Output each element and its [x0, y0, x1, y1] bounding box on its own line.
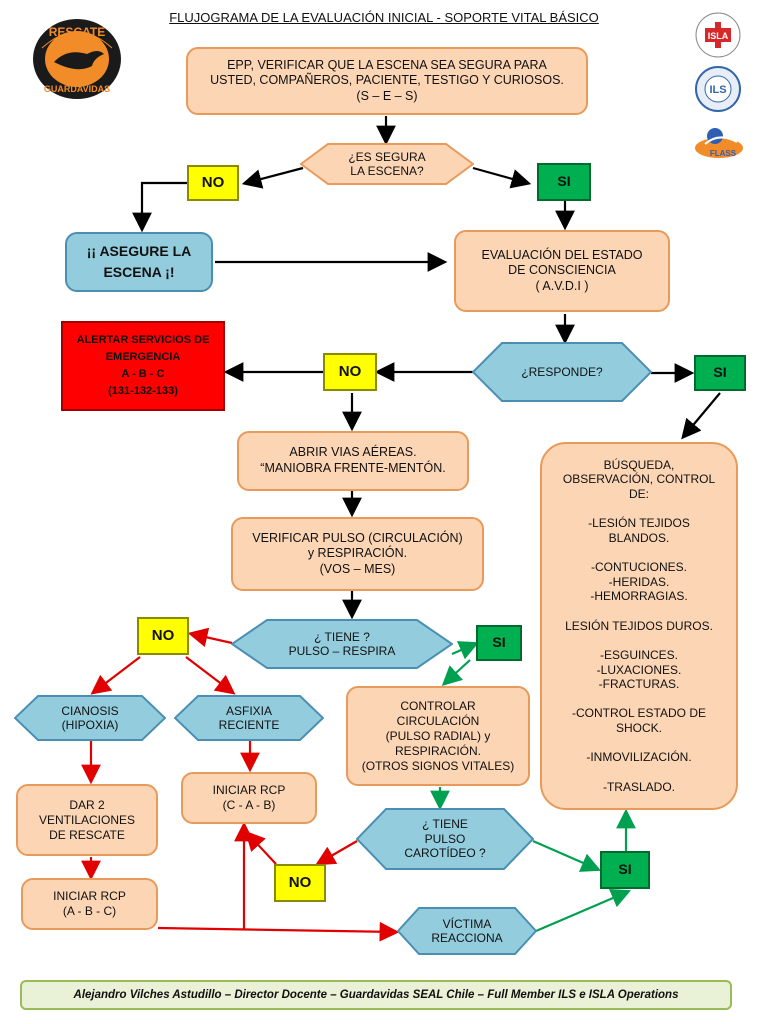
node-evaluacion: EVALUACIÓN DEL ESTADO DE CONSCIENCIA ( A…	[454, 230, 670, 312]
node-tiene-carotideo-label: ¿ TIENE PULSO CAROTÍDEO ?	[404, 817, 486, 861]
rescate-guardavidas-logo: RESCATE GUARDAVIDAS	[32, 18, 122, 100]
node-asfixia: ASFIXIA RECIENTE	[174, 695, 324, 741]
node-abrir: ABRIR VIAS AÉREAS. “MANIOBRA FRENTE-MENT…	[237, 431, 469, 491]
svg-text:GUARDAVIDAS: GUARDAVIDAS	[44, 84, 110, 94]
node-si-1: SI	[537, 163, 591, 201]
node-no-2: NO	[323, 353, 377, 391]
footer-credits: Alejandro Vilches Astudillo – Director D…	[20, 980, 732, 1010]
node-si-2: SI	[694, 355, 746, 391]
node-asfixia-label: ASFIXIA RECIENTE	[218, 703, 280, 732]
node-si-4: SI	[600, 851, 650, 889]
node-asegure: ¡¡ ASEGURE LA ESCENA ¡!	[65, 232, 213, 292]
svg-text:ILS: ILS	[709, 84, 726, 96]
node-controlar: CONTROLAR CIRCULACIÓN (PULSO RADIAL) y R…	[346, 686, 530, 786]
flass-logo: FLASS	[693, 122, 745, 162]
node-iniciar-rcp-abc: INICIAR RCP (A - B - C)	[21, 878, 158, 930]
node-verificar: VERIFICAR PULSO (CIRCULACIÓN) y RESPIRAC…	[231, 517, 484, 591]
node-dar-2-ventilaciones: DAR 2 VENTILACIONES DE RESCATE	[16, 784, 158, 856]
node-tiene-pulso: ¿ TIENE ? PULSO – RESPIRA	[231, 619, 453, 669]
node-responde: ¿RESPONDE?	[472, 342, 652, 402]
node-epp: EPP, VERIFICAR QUE LA ESCENA SEA SEGURA …	[186, 47, 588, 115]
node-cianosis: CIANOSIS (HIPOXIA)	[14, 695, 166, 741]
node-tiene-carotideo: ¿ TIENE PULSO CAROTÍDEO ?	[356, 808, 534, 870]
ils-logo: ILS	[695, 66, 741, 112]
node-si-3: SI	[476, 625, 522, 661]
node-es-segura: ¿ES SEGURA LA ESCENA?	[300, 143, 474, 185]
node-tiene-pulso-label: ¿ TIENE ? PULSO – RESPIRA	[288, 629, 396, 658]
page-title: FLUJOGRAMA DE LA EVALUACIÓN INICIAL - SO…	[169, 10, 599, 25]
node-no-4: NO	[274, 864, 326, 902]
node-es-segura-label: ¿ES SEGURA LA ESCENA?	[348, 149, 426, 178]
svg-text:FLASS: FLASS	[710, 149, 737, 158]
node-victima-reacciona-label: VÍCTIMA REACCIONA	[431, 916, 503, 945]
svg-text:ISLA: ISLA	[708, 31, 729, 41]
node-responde-label: ¿RESPONDE?	[521, 364, 603, 379]
node-busqueda: BÚSQUEDA, OBSERVACIÓN, CONTROL DE: -LESI…	[540, 442, 738, 810]
node-no-1: NO	[187, 165, 239, 201]
svg-text:RESCATE: RESCATE	[49, 25, 105, 39]
isla-logo: ISLA	[695, 12, 741, 58]
node-alertar: ALERTAR SERVICIOS DE EMERGENCIA A - B - …	[61, 321, 225, 411]
node-cianosis-label: CIANOSIS (HIPOXIA)	[61, 703, 119, 732]
node-no-3: NO	[137, 617, 189, 655]
node-victima-reacciona: VÍCTIMA REACCIONA	[397, 907, 537, 955]
node-iniciar-rcp-cab: INICIAR RCP (C - A - B)	[181, 772, 317, 824]
